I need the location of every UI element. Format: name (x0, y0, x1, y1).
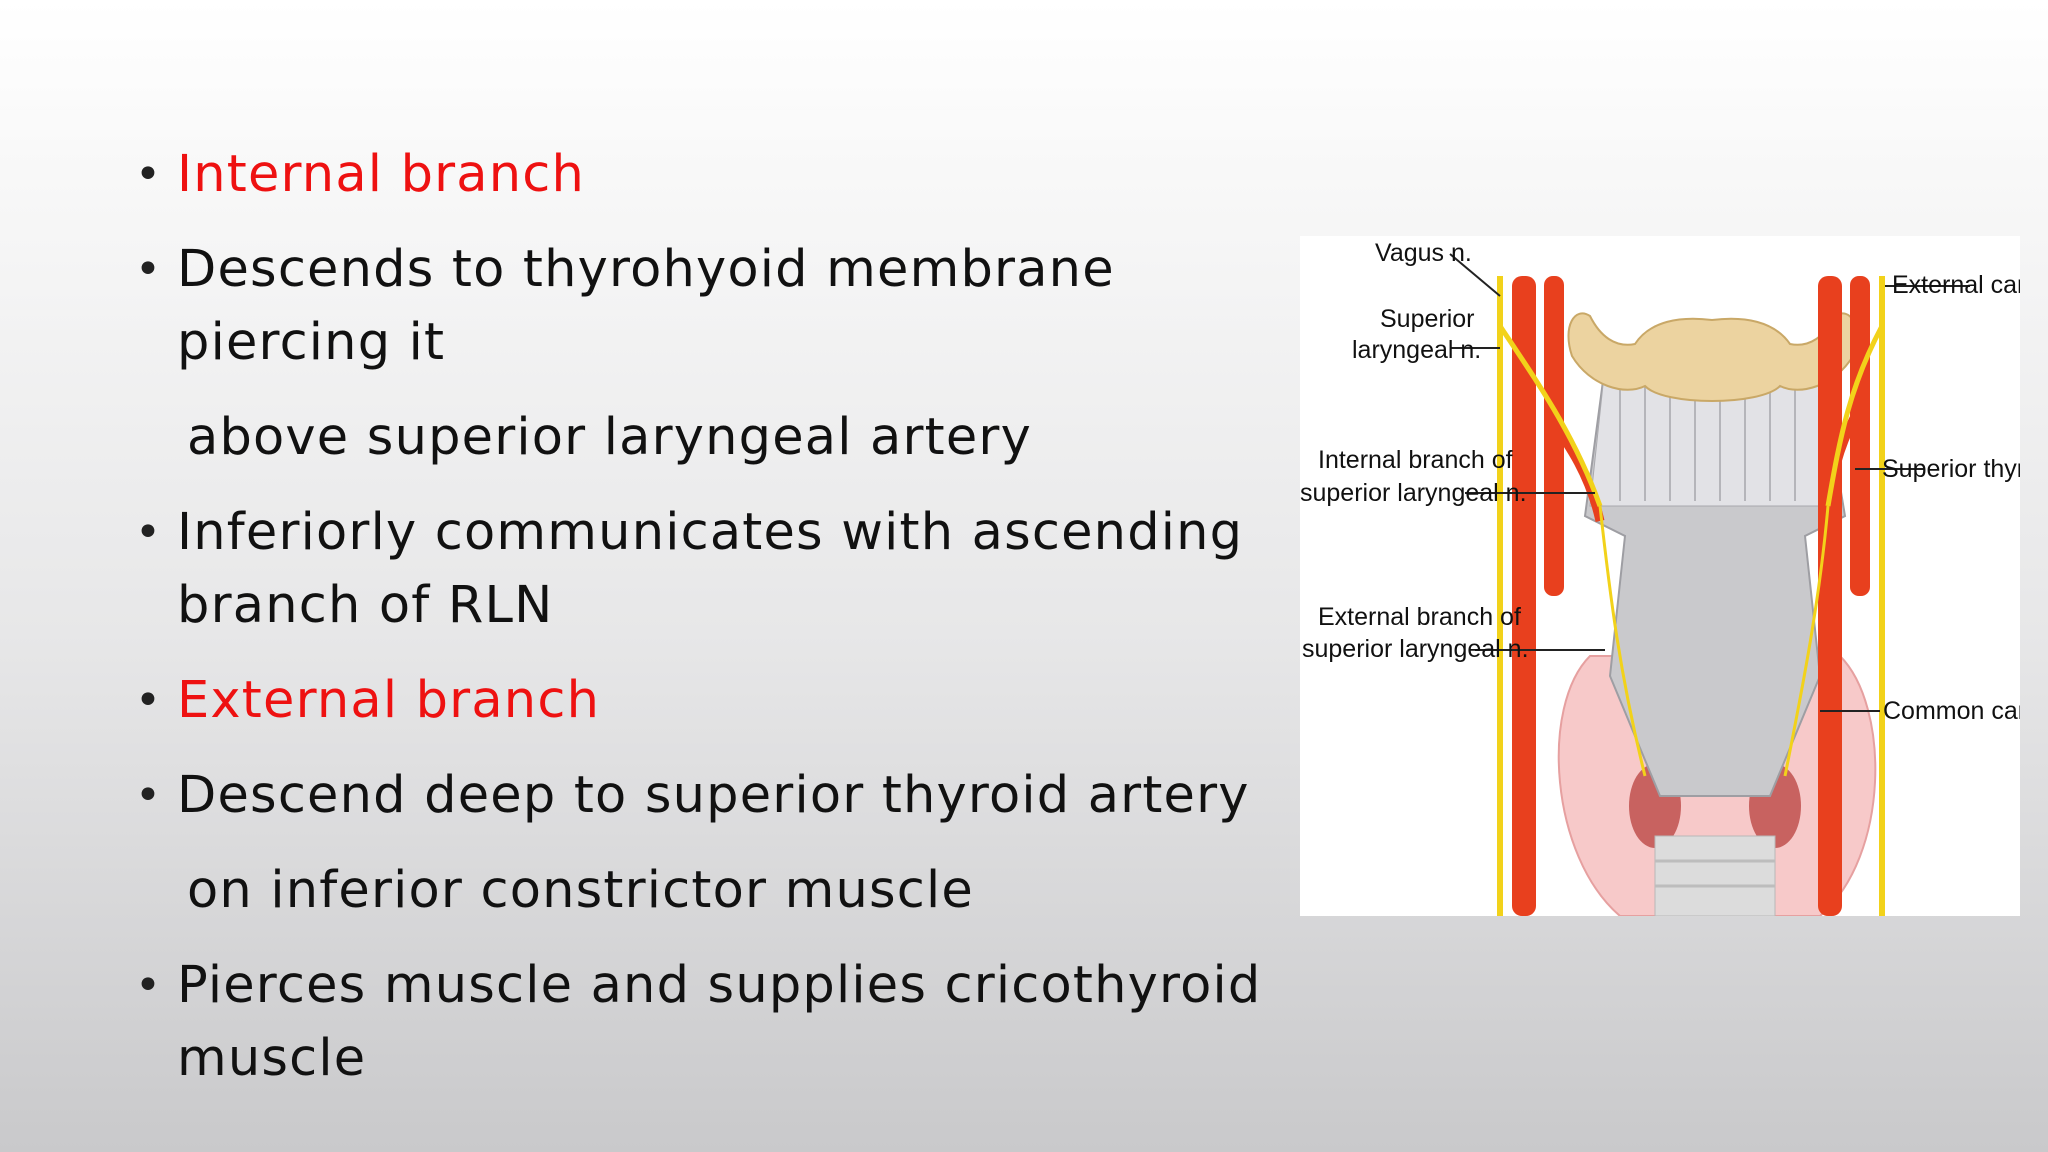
superior-laryngeal-nerve-right (1825, 324, 1885, 507)
laryngeal-nerve-diagram: Vagus n. Superior laryngeal n. Internal … (1300, 236, 2020, 916)
label-vagus: Vagus n. (1375, 239, 1472, 267)
superior-thyroid-artery-left (1544, 413, 1605, 522)
hyoid-bone (1567, 312, 1858, 402)
superior-laryngeal-nerve-left (1497, 324, 1603, 507)
label-superior-laryngeal-2: laryngeal n. (1352, 336, 1481, 364)
anatomy-illustration: Vagus n. Superior laryngeal n. Internal … (1300, 239, 2020, 916)
bullet-external-branch: External branch (135, 664, 1285, 737)
external-carotid-right (1850, 276, 1870, 596)
label-internal-branch-2: superior laryngeal n. (1300, 479, 1527, 507)
label-external-branch-2: superior laryngeal n. (1302, 635, 1529, 663)
label-internal-branch-1: Internal branch of (1318, 446, 1513, 474)
label-common-carotid: Common carotid (1883, 697, 2020, 725)
bullet-list: Internal branch Descends to thyrohyoid m… (135, 138, 1285, 1117)
internal-carotid-left (1544, 276, 1564, 596)
subline-above-artery: above superior laryngeal artery (187, 408, 1032, 467)
bullet-internal-branch: Internal branch (135, 138, 1285, 211)
label-external-carotid: External carotid (1892, 271, 2020, 299)
trachea (1654, 835, 1776, 916)
label-external-branch-1: External branch of (1318, 603, 1521, 631)
external-branch-nerve-right (1783, 505, 1830, 777)
external-branch-nerve-left (1598, 505, 1647, 777)
label-superior-laryngeal-1: Superior (1380, 305, 1475, 333)
bullet-descends-thyrohyoid: Descends to thyrohyoid membrane piercing… (135, 233, 1285, 379)
label-superior-thyroid: Superior thyroid (1882, 455, 2020, 483)
bullet-descend-deep: Descend deep to superior thyroid artery (135, 759, 1285, 832)
subline-inferior-constrictor: on inferior constrictor muscle (187, 861, 974, 920)
common-carotid-left (1512, 276, 1536, 916)
bullet-pierces-muscle: Pierces muscle and supplies cricothyroid… (135, 949, 1285, 1095)
common-carotid-right (1818, 276, 1842, 916)
bullet-communicates-rln: Inferiorly communicates with ascending b… (135, 496, 1285, 642)
